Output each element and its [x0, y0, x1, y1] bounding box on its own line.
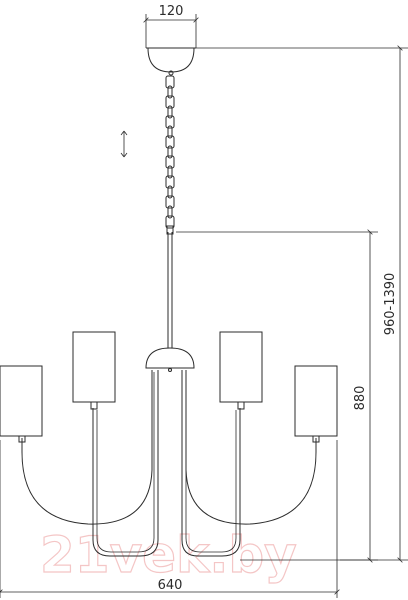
- lamp-shades: [0, 331, 338, 443]
- chain-link: [167, 205, 173, 219]
- chain-link: [165, 195, 175, 209]
- ceiling-canopy: [146, 47, 196, 76]
- chain-link: [167, 165, 173, 179]
- chain-link: [167, 185, 173, 199]
- chain-link: [165, 155, 175, 169]
- total-width-label: 640: [158, 578, 183, 593]
- chain-link: [165, 115, 175, 129]
- body-height-label: 880: [353, 386, 368, 411]
- chain-link: [167, 145, 173, 159]
- chain-link: [167, 85, 173, 99]
- total-height-label: 960-1390: [383, 273, 398, 336]
- chain-link: [165, 215, 175, 229]
- watermark-text: 21vek.by: [40, 526, 297, 584]
- chain-link: [167, 125, 173, 139]
- chain-link: [167, 105, 173, 119]
- chain-link: [165, 175, 175, 189]
- lamp-arms: [21, 370, 317, 557]
- canopy-width-label: 120: [159, 4, 184, 19]
- lamp-shade: [219, 331, 263, 410]
- lamp-shade: [72, 331, 116, 410]
- total-height-dimension: 960-1390: [196, 45, 408, 563]
- chain-adjust-indicator: [120, 130, 128, 158]
- central-rod: [166, 225, 174, 348]
- chain-link: [165, 135, 175, 149]
- total-width-dimension: 640: [0, 440, 340, 598]
- lamp-shade: [294, 365, 338, 443]
- chain-link: [165, 75, 175, 89]
- canopy-width-dimension: 120: [143, 4, 199, 48]
- lamp-shade: [0, 365, 43, 443]
- central-hub-dome: [145, 347, 195, 372]
- chain-link: [165, 95, 175, 109]
- chain: [165, 75, 175, 229]
- body-height-dimension: 880: [176, 229, 378, 563]
